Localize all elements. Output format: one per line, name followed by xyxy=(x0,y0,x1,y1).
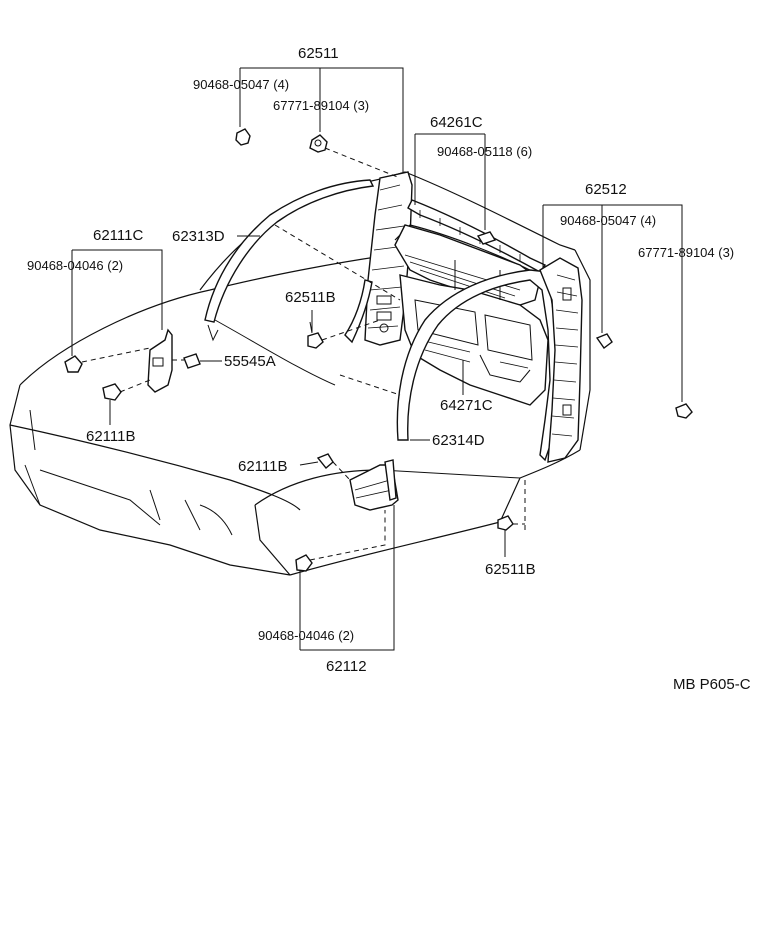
windshield-weatherstrip xyxy=(204,179,375,342)
clip-04046-bottom xyxy=(295,554,313,572)
label-62512: 62512 xyxy=(585,181,627,198)
label-62511: 62511 xyxy=(298,45,339,62)
label-62111b-mid: 62111B xyxy=(238,458,288,475)
label-62112: 62112 xyxy=(326,658,367,675)
front-pillar-panel xyxy=(344,171,413,346)
part-labels: 62511 90468-05047 (4) 67771-89104 (3) 64… xyxy=(27,45,751,693)
label-62511b-top: 62511B xyxy=(285,289,336,306)
clip-top-left xyxy=(235,128,251,146)
label-90468-04046-bottom: 90468-04046 (2) xyxy=(258,628,354,643)
clip-04046-top xyxy=(64,355,83,373)
clip-05118 xyxy=(476,231,497,245)
screw-62511b-top xyxy=(307,332,324,349)
bracket-62111c xyxy=(147,328,173,393)
label-55545a: 55545A xyxy=(224,353,276,370)
reference-code: MB P605-C xyxy=(673,676,751,693)
kick-panel xyxy=(349,459,399,511)
label-90468-05047-left: 90468-05047 (4) xyxy=(193,77,289,92)
label-90468-05047-right: 90468-05047 (4) xyxy=(560,213,656,228)
screw-62511b-bottom xyxy=(497,515,514,531)
label-62511b-bottom: 62511B xyxy=(485,561,536,578)
roof-side-inner-panel xyxy=(394,199,549,406)
label-67771-89104-left: 67771-89104 (3) xyxy=(273,98,369,113)
label-64261c: 64261C xyxy=(430,114,483,131)
label-62111c: 62111C xyxy=(93,227,143,244)
leader-lines xyxy=(71,67,683,651)
label-64271c: 64271C xyxy=(440,397,493,414)
clip-right xyxy=(595,333,613,349)
push-clip-top xyxy=(309,134,328,153)
label-62314d: 62314D xyxy=(432,432,485,449)
label-62111b-left: 62111B xyxy=(86,428,136,445)
label-90468-04046-top: 90468-04046 (2) xyxy=(27,258,123,273)
center-pillar-panel xyxy=(539,257,583,463)
plug-55545a xyxy=(183,353,201,369)
push-clip-right xyxy=(675,403,693,419)
fasteners xyxy=(64,128,693,572)
label-62313d: 62313D xyxy=(172,228,225,245)
door-opening-trim xyxy=(396,269,559,462)
label-90468-05118: 90468-05118 (6) xyxy=(437,144,532,159)
clip-62111b-mid xyxy=(316,453,334,470)
clip-62111b-left xyxy=(102,383,122,401)
label-67771-89104-right: 67771-89104 (3) xyxy=(638,245,734,260)
